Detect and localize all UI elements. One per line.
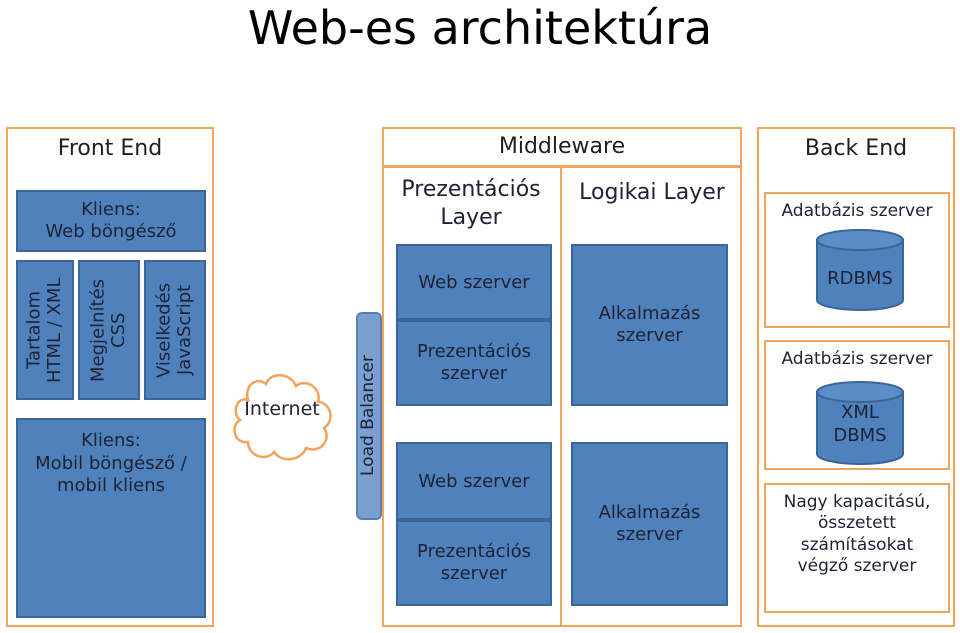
layer-behavior-javascript: Viselkedés JavaScript — [144, 260, 206, 400]
presentation-server-1: Prezentációs szerver — [396, 320, 552, 406]
page-title: Web-es architektúra — [247, 1, 713, 55]
browser-client-box: Kliens: Web böngésző — [16, 190, 206, 252]
app-server-2: Alkalmazás szerver — [571, 442, 728, 606]
middleware-header: Middleware — [498, 134, 626, 159]
internet-label: Internet — [244, 398, 320, 420]
db-server-1-label: Adatbázis szerver — [781, 201, 933, 221]
layer-presentation-css: Megjelnítés CSS — [78, 260, 140, 400]
web-server-1: Web szerver — [396, 244, 552, 320]
mobile-client-box: Kliens: Mobil böngésző / mobil kliens — [16, 418, 206, 618]
load-balancer-bar — [356, 312, 382, 520]
back-end-header: Back End — [804, 136, 908, 161]
layer-content-html-xml: Tartalom HTML / XML — [16, 260, 74, 400]
logic-layer-header: Logikai Layer — [579, 180, 725, 205]
app-server-1: Alkalmazás szerver — [571, 244, 728, 406]
db-server-2-label: Adatbázis szerver — [781, 349, 933, 369]
web-server-2: Web szerver — [396, 442, 552, 520]
internet-cloud-icon — [233, 374, 332, 461]
xml-dbms-database-icon — [816, 381, 904, 465]
middleware-divider — [560, 166, 562, 627]
compute-server-box — [764, 483, 950, 613]
rdbms-database-icon — [816, 229, 904, 311]
xml-dbms-label: XML DBMS — [833, 402, 887, 446]
load-balancer-label: Load Balancer — [358, 355, 379, 477]
compute-server-label: Nagy kapacitású, összetett számításokat … — [783, 492, 931, 576]
middleware-header-box — [382, 127, 742, 167]
rdbms-label: RDBMS — [827, 268, 893, 289]
presentation-layer-header: Prezentációs Layer — [401, 177, 541, 230]
mobile-client-label: Kliens: Mobil böngésző / mobil kliens — [35, 430, 187, 496]
presentation-server-2: Prezentációs szerver — [396, 520, 552, 606]
front-end-header: Front End — [57, 136, 163, 161]
